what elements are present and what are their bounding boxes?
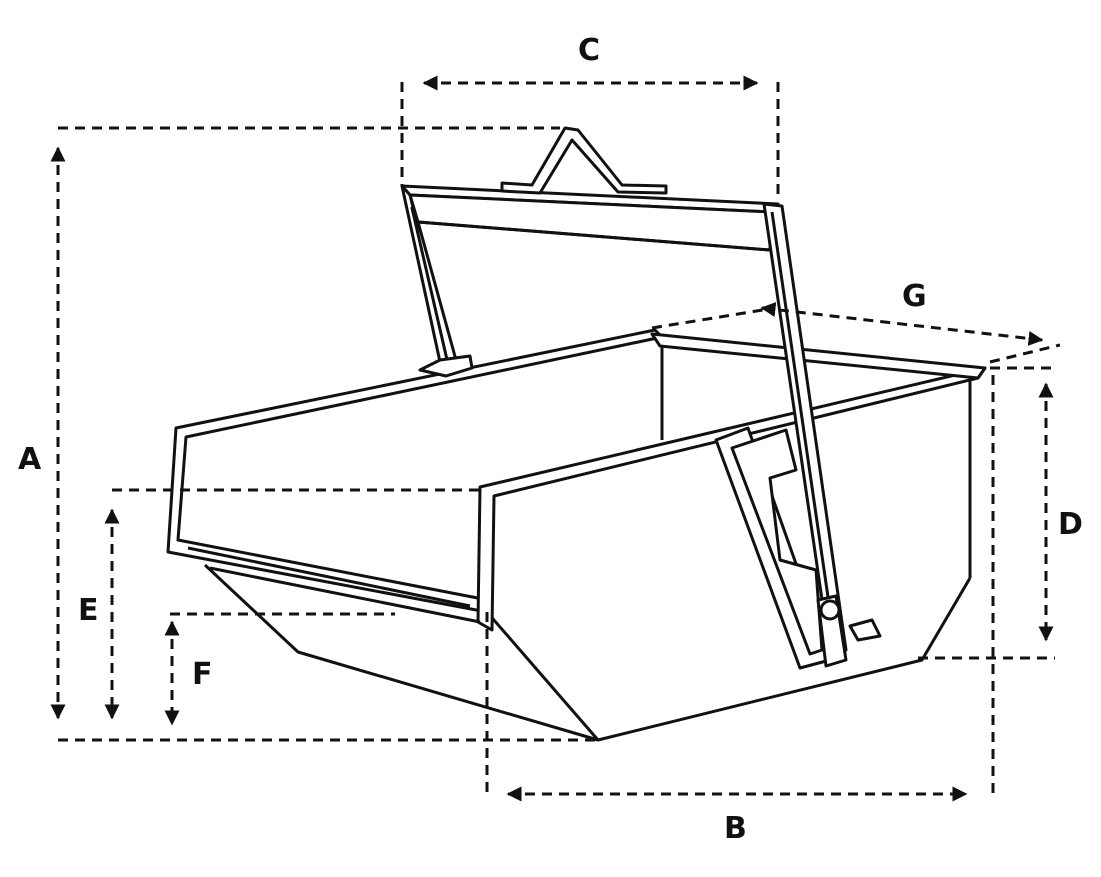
dimension-lines	[58, 82, 1061, 795]
front-rim	[476, 366, 987, 632]
skip-body	[166, 328, 987, 742]
lifting-eye	[500, 126, 668, 195]
left-pivot	[418, 354, 474, 378]
label-c: C	[578, 33, 600, 68]
back-rim	[650, 332, 987, 380]
dimension-arrows	[50, 75, 1054, 802]
label-f: F	[192, 657, 213, 692]
label-g: G	[902, 279, 927, 314]
label-e: E	[78, 593, 99, 628]
left-side-wall	[166, 328, 664, 614]
label-a: A	[18, 442, 42, 477]
label-d: D	[1058, 507, 1083, 542]
dimension-labels: A B C D E F G	[18, 33, 1083, 846]
label-b: B	[724, 811, 747, 846]
latch-knob	[819, 599, 841, 621]
locking-bracket	[714, 426, 882, 670]
dim-arrow-g	[760, 302, 1044, 346]
